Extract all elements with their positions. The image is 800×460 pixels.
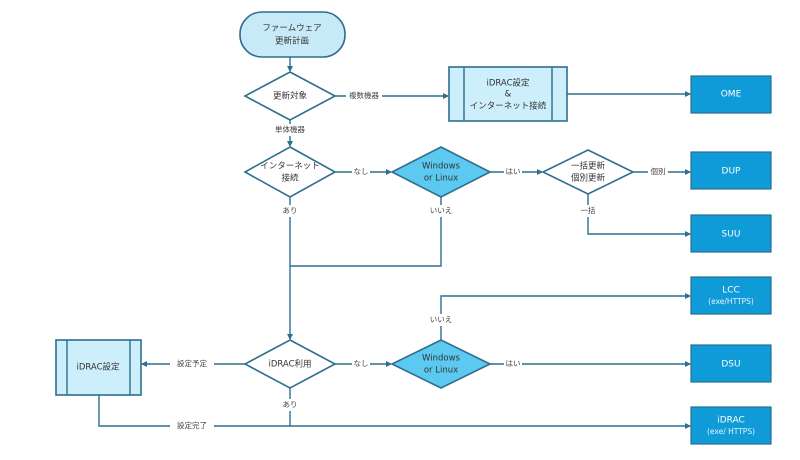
svg-text:&: &	[505, 90, 512, 100]
edge-setup-done-to-idrac	[98, 395, 691, 429]
label-bulk: 一括	[581, 205, 596, 215]
svg-text:インターネット接続: インターネット接続	[470, 101, 547, 112]
edge-os2-to-lcc	[440, 293, 691, 340]
svg-text:個別更新: 個別更新	[571, 173, 606, 184]
svg-text:iDRAC: iDRAC	[717, 416, 745, 426]
terminal-ome[interactable]: OME	[690, 75, 772, 114]
svg-text:更新対象: 更新対象	[273, 91, 308, 102]
label-os1-no: いいえ	[430, 206, 453, 215]
svg-text:(exe/ HTTPS): (exe/ HTTPS)	[707, 427, 755, 436]
terminal-lcc[interactable]: LCC (exe/HTTPS)	[690, 276, 772, 315]
svg-text:iDRAC利用: iDRAC利用	[268, 359, 311, 370]
svg-text:インターネット: インターネット	[260, 162, 320, 172]
label-os2-no: いいえ	[430, 315, 453, 324]
decision-os-1[interactable]: Windows or Linux	[390, 146, 492, 198]
terminal-idrac[interactable]: iDRAC (exe/ HTTPS)	[690, 406, 772, 445]
start-line1: ファームウェア	[262, 24, 321, 34]
svg-text:iDRAC設定: iDRAC設定	[76, 362, 120, 373]
label-idrac-no: なし	[354, 359, 369, 368]
svg-text:Windows: Windows	[422, 162, 461, 172]
decision-internet[interactable]: インターネット 接続	[243, 146, 337, 198]
svg-text:Windows: Windows	[422, 354, 461, 364]
decision-os-2[interactable]: Windows or Linux	[390, 339, 492, 389]
svg-text:OME: OME	[721, 90, 742, 100]
label-multiple: 複数機器	[349, 90, 379, 100]
decision-target[interactable]: 更新対象	[243, 71, 337, 121]
svg-text:or Linux: or Linux	[424, 174, 458, 184]
label-individual: 個別	[651, 166, 666, 176]
svg-text:LCC: LCC	[722, 286, 740, 296]
decision-idrac-use[interactable]: iDRAC利用	[243, 339, 337, 389]
label-os1-yes: はい	[506, 167, 521, 176]
edge-bulk-to-suu	[587, 194, 691, 237]
label-internet-no: なし	[354, 167, 369, 176]
process-idrac-internet[interactable]: iDRAC設定 & インターネット接続	[448, 66, 568, 122]
svg-text:or Linux: or Linux	[424, 366, 458, 376]
label-single: 単体機器	[275, 124, 305, 134]
label-setup-done: 設定完了	[177, 420, 207, 430]
decision-bulk-individual[interactable]: 一括更新 個別更新	[541, 149, 635, 195]
terminal-dup[interactable]: DUP	[690, 151, 772, 190]
label-idrac-yes: あり	[283, 400, 298, 409]
edge-os1-no-join	[290, 197, 442, 267]
svg-text:(exe/HTTPS): (exe/HTTPS)	[708, 297, 754, 306]
svg-text:一括更新: 一括更新	[571, 161, 606, 172]
label-os2-yes: はい	[506, 359, 521, 368]
process-idrac-setup[interactable]: iDRAC設定	[55, 339, 142, 396]
terminal-dsu[interactable]: DSU	[690, 344, 772, 383]
label-internet-yes: あり	[283, 206, 298, 215]
start-node[interactable]: ファームウェア 更新計画	[239, 11, 346, 58]
svg-text:接続: 接続	[281, 173, 299, 184]
terminal-suu[interactable]: SUU	[690, 214, 772, 253]
label-setup-planned: 設定予定	[177, 358, 207, 368]
svg-text:SUU: SUU	[722, 230, 741, 240]
edge-labels: 複数機器 単体機器 なし あり はい いいえ 個別 一括 設定予定 なし あり …	[170, 89, 668, 433]
connectors	[98, 57, 691, 429]
svg-text:DSU: DSU	[721, 360, 740, 370]
svg-text:iDRAC設定: iDRAC設定	[486, 78, 530, 89]
start-line2: 更新計画	[275, 36, 309, 47]
svg-text:DUP: DUP	[722, 167, 742, 177]
